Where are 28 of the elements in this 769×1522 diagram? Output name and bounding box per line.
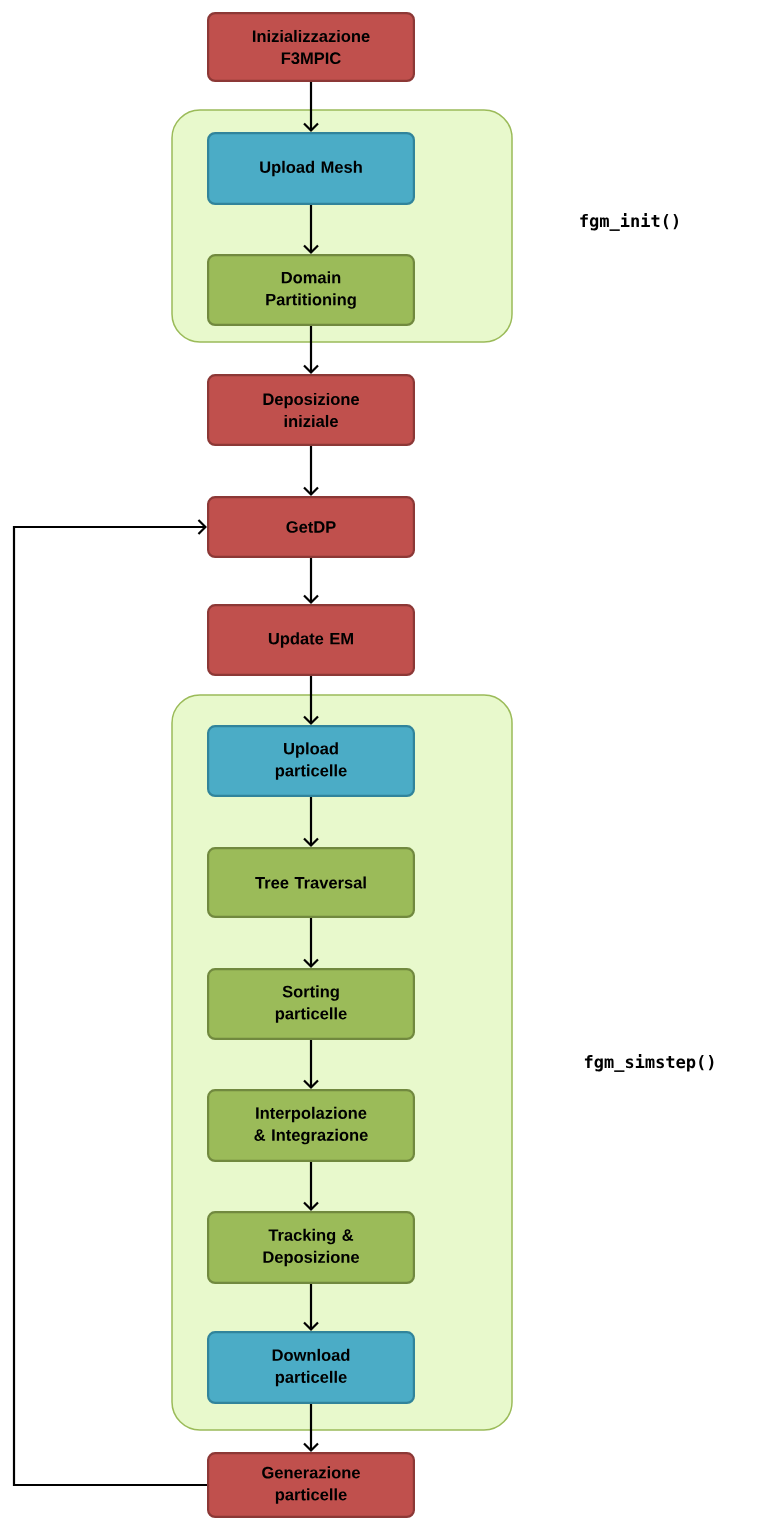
process-box: Tree Traversal [207, 847, 415, 918]
process-box: GetDP [207, 496, 415, 558]
feedback-arrow [12, 519, 207, 1487]
process-box: Deposizione iniziale [207, 374, 415, 446]
arrow [303, 1284, 319, 1331]
arrow [303, 797, 319, 847]
arrow [303, 205, 319, 254]
process-box: Update EM [207, 604, 415, 676]
process-box: Upload particelle [207, 725, 415, 797]
arrow [303, 1162, 319, 1211]
process-box: Sorting particelle [207, 968, 415, 1040]
arrow [303, 1404, 319, 1452]
arrow [303, 446, 319, 496]
arrow [303, 1040, 319, 1089]
process-box: Inizializzazione F3MPIC [207, 12, 415, 82]
function-label: fgm_init() [580, 213, 678, 231]
function-label: fgm_simstep() [584, 1054, 714, 1072]
arrow [303, 326, 319, 374]
process-box: Tracking & Deposizione [207, 1211, 415, 1284]
arrow [303, 918, 319, 968]
arrow [303, 82, 319, 132]
arrow [303, 676, 319, 725]
process-box: Domain Partitioning [207, 254, 415, 326]
process-box: Interpolazione & Integrazione [207, 1089, 415, 1162]
arrow [303, 558, 319, 604]
process-box: Generazione particelle [207, 1452, 415, 1518]
process-box: Download particelle [207, 1331, 415, 1404]
process-box: Upload Mesh [207, 132, 415, 205]
